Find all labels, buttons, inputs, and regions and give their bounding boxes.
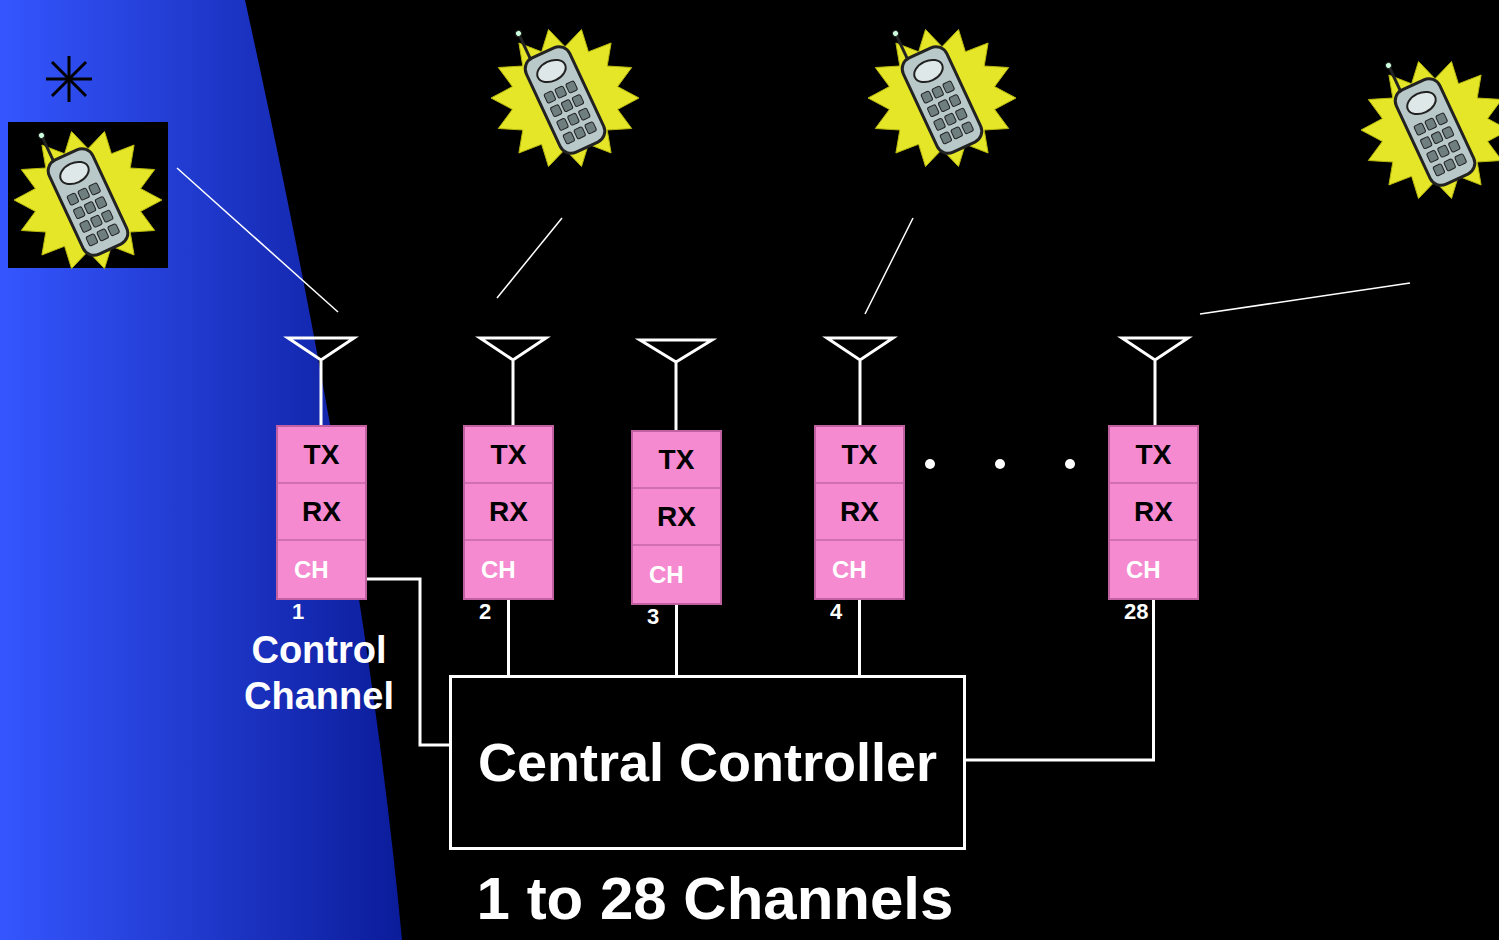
transceiver-unit: TXRXCH2 — [463, 425, 554, 600]
channel-number: 1 — [292, 600, 304, 624]
unit-label: CH — [1110, 541, 1197, 598]
channel-number: 4 — [830, 600, 842, 624]
unit-label: TX — [465, 427, 552, 484]
connector — [507, 600, 510, 675]
transceiver-unit: TXRXCH3 — [631, 430, 722, 605]
blue-region — [0, 0, 402, 940]
unit-label: CH — [633, 546, 720, 603]
channel-number: 28 — [1124, 600, 1148, 624]
unit-label: CH — [816, 541, 903, 598]
unit-label: TX — [816, 427, 903, 484]
phone-icon — [1361, 47, 1499, 199]
unit-label: RX — [816, 484, 903, 541]
controller-box: Central Controller — [449, 675, 966, 850]
sparkle — [46, 56, 92, 102]
transceiver-unit: TXRXCH28 — [1108, 425, 1199, 600]
connector — [675, 605, 678, 675]
phone-icon — [491, 15, 639, 167]
unit-label: CH — [465, 541, 552, 598]
channel-note: Control Channel — [214, 628, 424, 719]
ellipsis-dots — [925, 459, 1075, 469]
unit-label: TX — [633, 432, 720, 489]
phone-icon — [868, 15, 1016, 167]
caption: 1 to 28 Channels — [360, 866, 1070, 932]
phone-icon — [14, 117, 162, 269]
unit-label: TX — [278, 427, 365, 484]
unit-label: RX — [1110, 484, 1197, 541]
channel-number: 3 — [647, 605, 659, 629]
antenna — [288, 338, 1188, 430]
connector — [858, 600, 861, 675]
unit-label: RX — [278, 484, 365, 541]
channel-number: 2 — [479, 600, 491, 624]
transceiver-unit: TXRXCH1 — [276, 425, 367, 600]
connector — [966, 600, 1154, 760]
unit-label: TX — [1110, 427, 1197, 484]
controller-label: Central Controller — [478, 730, 937, 795]
transceiver-unit: TXRXCH4 — [814, 425, 905, 600]
unit-label: RX — [465, 484, 552, 541]
radio-link — [177, 168, 1410, 314]
unit-label: RX — [633, 489, 720, 546]
unit-label: CH — [278, 541, 365, 598]
